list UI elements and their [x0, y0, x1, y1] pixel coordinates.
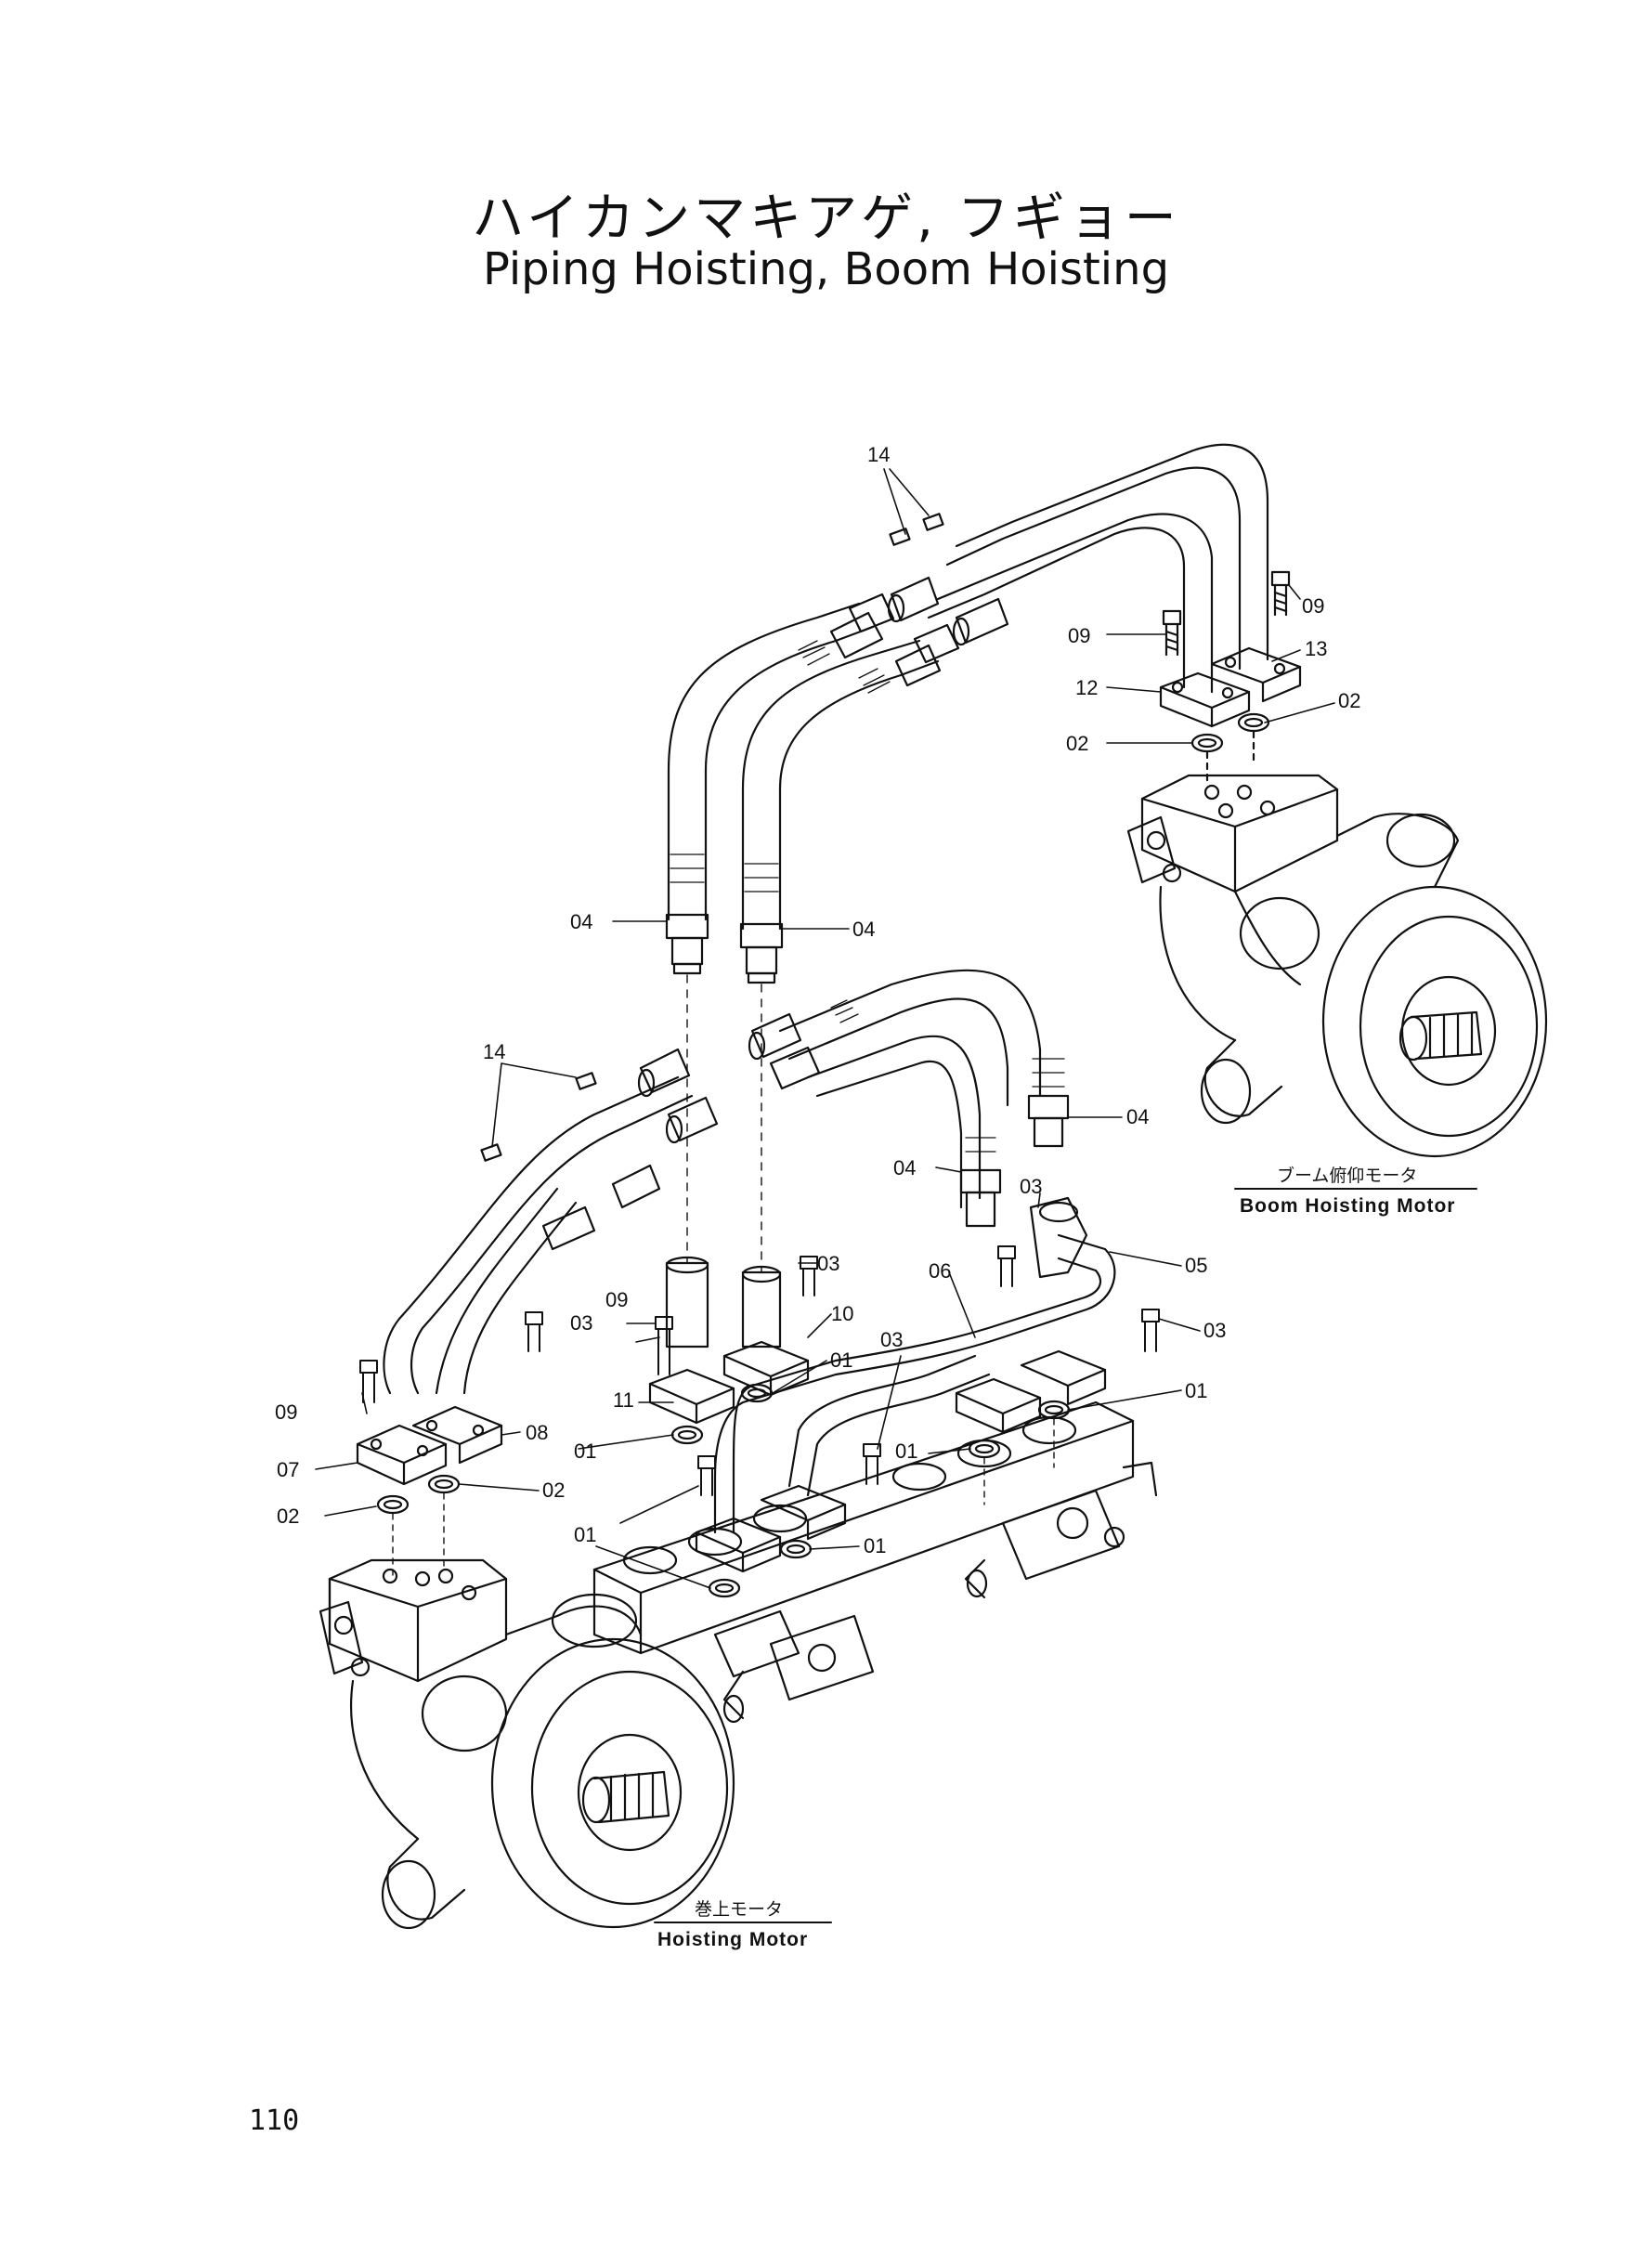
part-labels: 14 09 09 13 12 02 02 04 04 14 04 04 03 0…: [275, 443, 1360, 1557]
label-03: 03: [1020, 1175, 1042, 1198]
leader-lines: [315, 468, 1335, 1589]
label-09: 09: [275, 1401, 297, 1424]
boom-motor-caption-en: Boom Hoisting Motor: [1240, 1195, 1455, 1217]
title-english: Piping Hoisting, Boom Hoisting: [482, 243, 1170, 295]
label-04: 04: [893, 1156, 916, 1179]
label-09: 09: [1302, 594, 1324, 618]
label-03: 03: [1203, 1319, 1226, 1342]
label-06: 06: [929, 1259, 951, 1283]
label-01: 01: [830, 1348, 852, 1372]
label-10: 10: [831, 1302, 853, 1325]
label-01: 01: [895, 1440, 917, 1463]
label-04: 04: [852, 918, 875, 941]
hoisting-motor: [319, 1558, 735, 1930]
control-valve-block: [592, 1401, 1158, 1724]
label-07: 07: [277, 1458, 299, 1481]
boom-motor-piping: [887, 443, 1302, 782]
boom-motor-caption-ja: ブーム俯仰モータ: [1277, 1165, 1417, 1186]
label-02: 02: [1338, 689, 1360, 712]
label-05: 05: [1185, 1254, 1207, 1277]
label-04: 04: [1126, 1105, 1149, 1128]
label-02: 02: [1066, 732, 1088, 755]
label-12: 12: [1075, 676, 1098, 699]
label-01: 01: [864, 1534, 886, 1557]
label-14: 14: [483, 1040, 505, 1063]
page-number: 110: [249, 2104, 300, 2137]
label-03: 03: [880, 1328, 903, 1351]
label-13: 13: [1305, 637, 1327, 660]
label-01: 01: [574, 1440, 596, 1463]
label-02: 02: [277, 1505, 299, 1528]
lower-flanges: [356, 1245, 1160, 1598]
label-01: 01: [1185, 1379, 1207, 1402]
label-02: 02: [542, 1479, 565, 1502]
label-01: 01: [574, 1523, 596, 1546]
label-09: 09: [1068, 624, 1090, 647]
label-11: 11: [613, 1388, 634, 1412]
boom-motor-caption: ブーム俯仰モータ Boom Hoisting Motor: [1234, 1165, 1477, 1217]
title-japanese: ハイカンマキアゲ, フギョー: [472, 189, 1180, 249]
label-03: 03: [570, 1311, 592, 1335]
label-09: 09: [605, 1288, 628, 1311]
label-08: 08: [526, 1421, 548, 1444]
hoist-motor-caption: 巻上モータ Hoisting Motor: [654, 1899, 832, 1950]
hoist-motor-caption-en: Hoisting Motor: [657, 1929, 808, 1950]
label-14: 14: [867, 443, 890, 466]
label-03: 03: [817, 1252, 839, 1275]
hoist-motor-caption-ja: 巻上モータ: [695, 1899, 783, 1920]
middle-hoses: [383, 969, 1116, 1534]
upper-hoses: [665, 593, 960, 1273]
label-04: 04: [570, 910, 592, 933]
boom-hoisting-motor: [1126, 774, 1548, 1158]
